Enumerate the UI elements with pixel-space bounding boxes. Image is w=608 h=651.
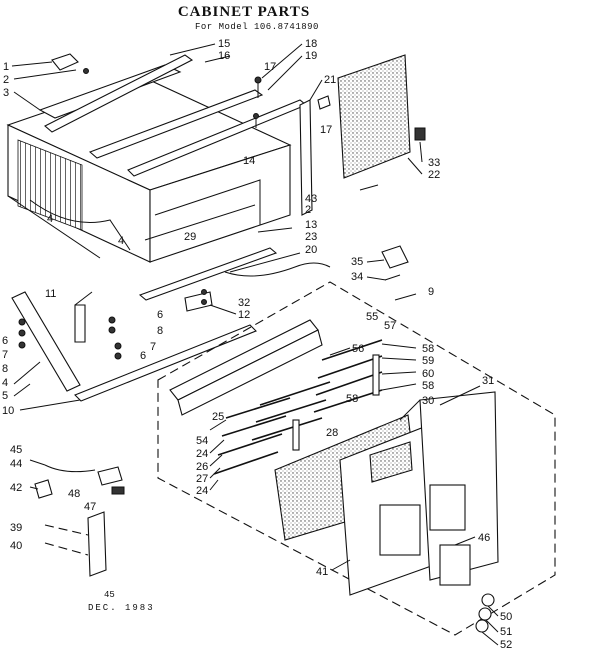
callout-label: 28 <box>326 427 338 439</box>
control-panel <box>169 319 323 416</box>
callout-label: 47 <box>84 501 96 513</box>
callout-label: 46 <box>478 532 490 544</box>
callout-label: 42 <box>10 482 22 494</box>
rear-filter-panel <box>299 54 426 216</box>
callout-labels: 1 2 3 15 16 18 19 17 21 17 33 22 14 43 2… <box>2 38 512 651</box>
callout-label: 18 <box>305 38 317 50</box>
callout-label: 4 <box>2 377 8 389</box>
callout-label: 23 <box>305 231 317 243</box>
callout-label: 32 <box>238 297 250 309</box>
footer-code: 45 <box>104 590 115 600</box>
callout-label: 52 <box>500 639 512 651</box>
callout-label: 4 <box>47 213 53 225</box>
louver-vanes <box>213 339 383 475</box>
callout-label: 45 <box>10 444 22 456</box>
callout-label: 4 <box>118 235 124 247</box>
callout-label: 6 <box>157 309 163 321</box>
callout-label: 17 <box>320 124 332 136</box>
wiring-parts <box>184 245 409 312</box>
cabinet-shell <box>6 64 292 263</box>
callout-label: 8 <box>157 325 163 337</box>
callout-label: 22 <box>428 169 440 181</box>
callout-label: 7 <box>150 341 156 353</box>
callout-label: 30 <box>422 395 434 407</box>
callout-label: 24 <box>196 448 208 460</box>
callout-label: 31 <box>482 375 494 387</box>
callout-label: 27 <box>196 473 208 485</box>
callout-label: 44 <box>10 458 22 470</box>
thermostat-parts <box>34 464 125 577</box>
callout-leaders <box>11 43 499 646</box>
callout-label: 34 <box>351 271 363 283</box>
callout-label: 10 <box>2 405 14 417</box>
callout-label: 9 <box>428 286 434 298</box>
callout-label: 43 <box>305 193 317 205</box>
callout-label: 40 <box>10 540 22 552</box>
top-bracket <box>51 53 262 128</box>
callout-label: 50 <box>500 611 512 623</box>
callout-label: 15 <box>218 38 230 50</box>
callout-label: 29 <box>184 231 196 243</box>
callout-label: 59 <box>422 355 434 367</box>
callout-label: 21 <box>324 74 336 86</box>
callout-label: 33 <box>428 157 440 169</box>
knobs <box>475 593 495 633</box>
callout-label: 13 <box>305 219 317 231</box>
callout-label: 58 <box>422 380 434 392</box>
callout-label: 12 <box>238 309 250 321</box>
callout-label: 5 <box>2 390 8 402</box>
callout-label: 55 <box>366 311 378 323</box>
callout-label: 56 <box>352 343 364 355</box>
callout-label: 39 <box>10 522 22 534</box>
callout-label: 6 <box>2 335 8 347</box>
callout-label: 2 <box>305 204 311 216</box>
callout-label: 51 <box>500 626 512 638</box>
side-brackets <box>11 291 257 402</box>
model-number: For Model 106.8741890 <box>195 22 319 32</box>
callout-label: 14 <box>243 155 255 167</box>
callout-label: 58 <box>422 343 434 355</box>
callout-label: 1 <box>3 61 9 73</box>
callout-label: 58 <box>346 393 358 405</box>
callout-label: 20 <box>305 244 317 256</box>
callout-label: 26 <box>196 461 208 473</box>
callout-label: 25 <box>212 411 224 423</box>
callout-label: 11 <box>45 288 56 300</box>
callout-label: 48 <box>68 488 80 500</box>
callout-label: 54 <box>196 435 208 447</box>
callout-label: 8 <box>2 363 8 375</box>
callout-label: 35 <box>351 256 363 268</box>
callout-label: 19 <box>305 50 317 62</box>
front-filter <box>274 391 499 596</box>
callout-label: 7 <box>2 349 8 361</box>
callout-label: 57 <box>384 320 396 332</box>
title-text: CABINET PARTS <box>177 4 311 20</box>
callout-label: 41 <box>316 566 328 578</box>
page-title: CABINET PARTS <box>0 4 608 21</box>
callout-label: 2 <box>3 74 9 86</box>
callout-label: 17 <box>264 61 276 73</box>
callout-label: 16 <box>218 50 230 62</box>
callout-label: 24 <box>196 485 208 497</box>
front-assembly-outline <box>157 281 556 636</box>
callout-label: 60 <box>422 368 434 380</box>
callout-label: 3 <box>3 87 9 99</box>
callout-label: 6 <box>140 350 146 362</box>
footer-date: DEC. 1983 <box>88 603 155 613</box>
